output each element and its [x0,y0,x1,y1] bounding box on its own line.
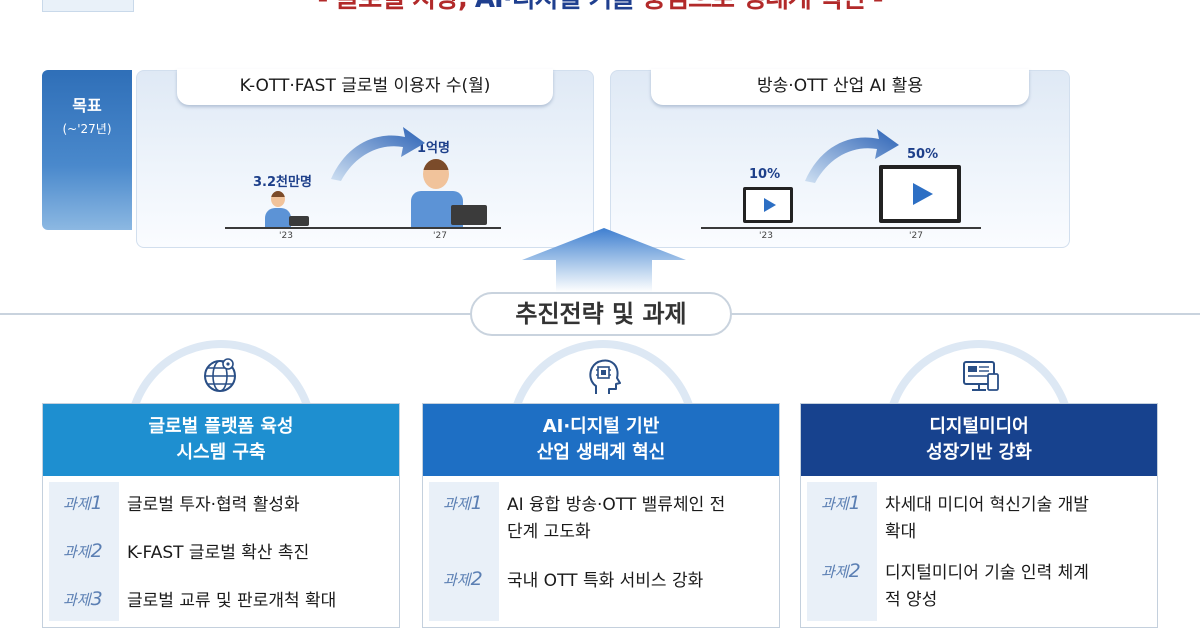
large-user-icon [407,159,467,227]
card-1-body: 과제1 글로벌 투자·협력 활성화 과제2 K-FAST 글로벌 확산 촉진 과… [49,482,393,621]
small-laptop-icon [289,216,309,226]
up-arrow-icon [522,228,686,292]
strategy-card-3: 디지털미디어 성장기반 강화 과제1 차세대 미디어 혁신기술 개발 확대 과제… [800,403,1158,628]
users-start-value: 3.2천만명 [253,175,312,190]
ai-growth-arrow-icon [805,129,899,183]
users-start-year: '23 [279,231,293,241]
users-end-value: 1억명 [417,141,450,156]
ai-start-value: 10% [749,167,781,182]
card-2-body: 과제1 AI 융합 방송·OTT 밸류체인 전단계 고도화 과제2 국내 OTT… [429,482,773,621]
globe-network-icon [204,358,236,392]
small-video-screen-icon [743,187,793,223]
large-video-screen-icon [879,165,961,223]
ai-end-value: 50% [907,147,939,162]
small-user-icon [263,191,295,227]
users-goal-panel: K-OTT·FAST 글로벌 이용자 수(월) 3.2천만명 1억명 '23 '… [136,69,594,248]
growth-arrow-icon [331,127,425,181]
card-3-title: 디지털미디어 성장기반 강화 [801,404,1157,476]
ai-head-icon [589,359,621,394]
strategy-title: 추진전략 및 과제 [470,292,732,336]
ai-panel-title: 방송·OTT 산업 AI 활용 [651,69,1029,105]
page-title: - 글로벌 지향, AI·디지털 기술 중심으로 생태계 혁신 - [317,0,883,14]
card-3-body: 과제1 차세대 미디어 혁신기술 개발 확대 과제2 디지털미디어 기술 인력 … [807,482,1151,621]
ai-end-year: '27 [909,231,923,241]
strategy-card-2: AI·디지털 기반 산업 생태계 혁신 과제1 AI 융합 방송·OTT 밸류체… [422,403,780,628]
header: - 글로벌 지향, AI·디지털 기술 중심으로 생태계 혁신 - [0,0,1200,18]
ai-start-year: '23 [759,231,773,241]
ai-goal-panel: 방송·OTT 산업 AI 활용 10% 50% '23 '27 [610,69,1070,248]
card-2-title: AI·디지털 기반 산업 생태계 혁신 [423,404,779,476]
header-left-box [42,0,134,12]
goal-label: 목표 [72,96,102,115]
users-panel-title: K-OTT·FAST 글로벌 이용자 수(월) [177,69,553,105]
large-laptop-icon [451,205,487,225]
goal-period: (~'27년) [62,122,112,136]
digital-media-icon [963,361,999,391]
users-end-year: '27 [433,231,447,241]
ai-baseline [701,227,981,229]
users-baseline [225,227,501,229]
strategy-card-1: 글로벌 플랫폼 육성 시스템 구축 과제1 글로벌 투자·협력 활성화 과제2 … [42,403,400,628]
goal-tag: 목표 (~'27년) [42,70,132,230]
card-1-title: 글로벌 플랫폼 육성 시스템 구축 [43,404,399,476]
